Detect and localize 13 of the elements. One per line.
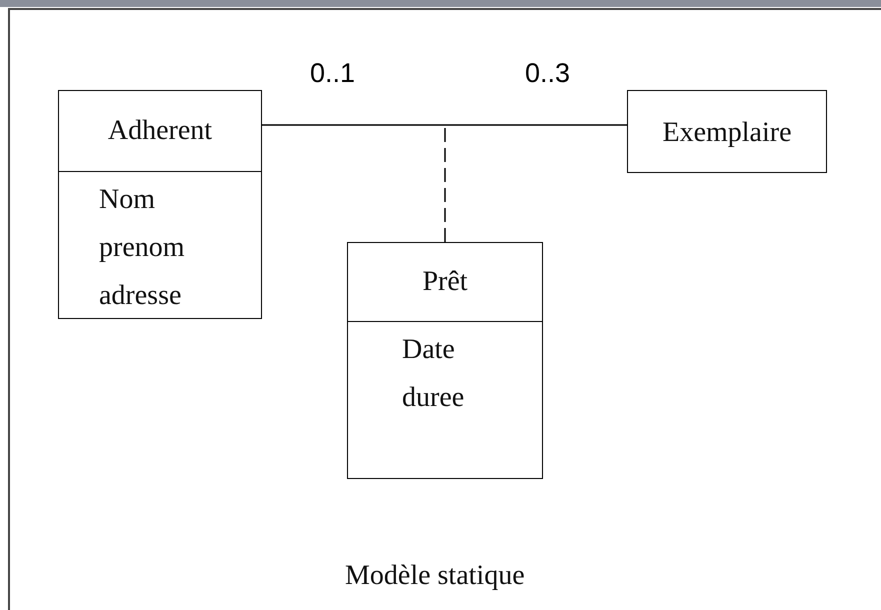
- class-box: [58, 90, 262, 319]
- association-class-line: [444, 125, 446, 242]
- attribute-list: Nom prenom adresse: [99, 176, 209, 320]
- class-box: [627, 90, 827, 173]
- association-line: [262, 124, 627, 126]
- multiplicity-label: 0..1: [310, 58, 356, 89]
- class-name: Prêt: [422, 266, 468, 298]
- class-name: Adherent: [108, 115, 212, 147]
- class-name: Exemplaire: [662, 116, 792, 148]
- attribute-list: Date duree: [402, 326, 512, 422]
- diagram-caption: Modèle statique: [345, 560, 525, 592]
- class-box: [347, 242, 543, 479]
- multiplicity-label: 0..3: [525, 58, 570, 89]
